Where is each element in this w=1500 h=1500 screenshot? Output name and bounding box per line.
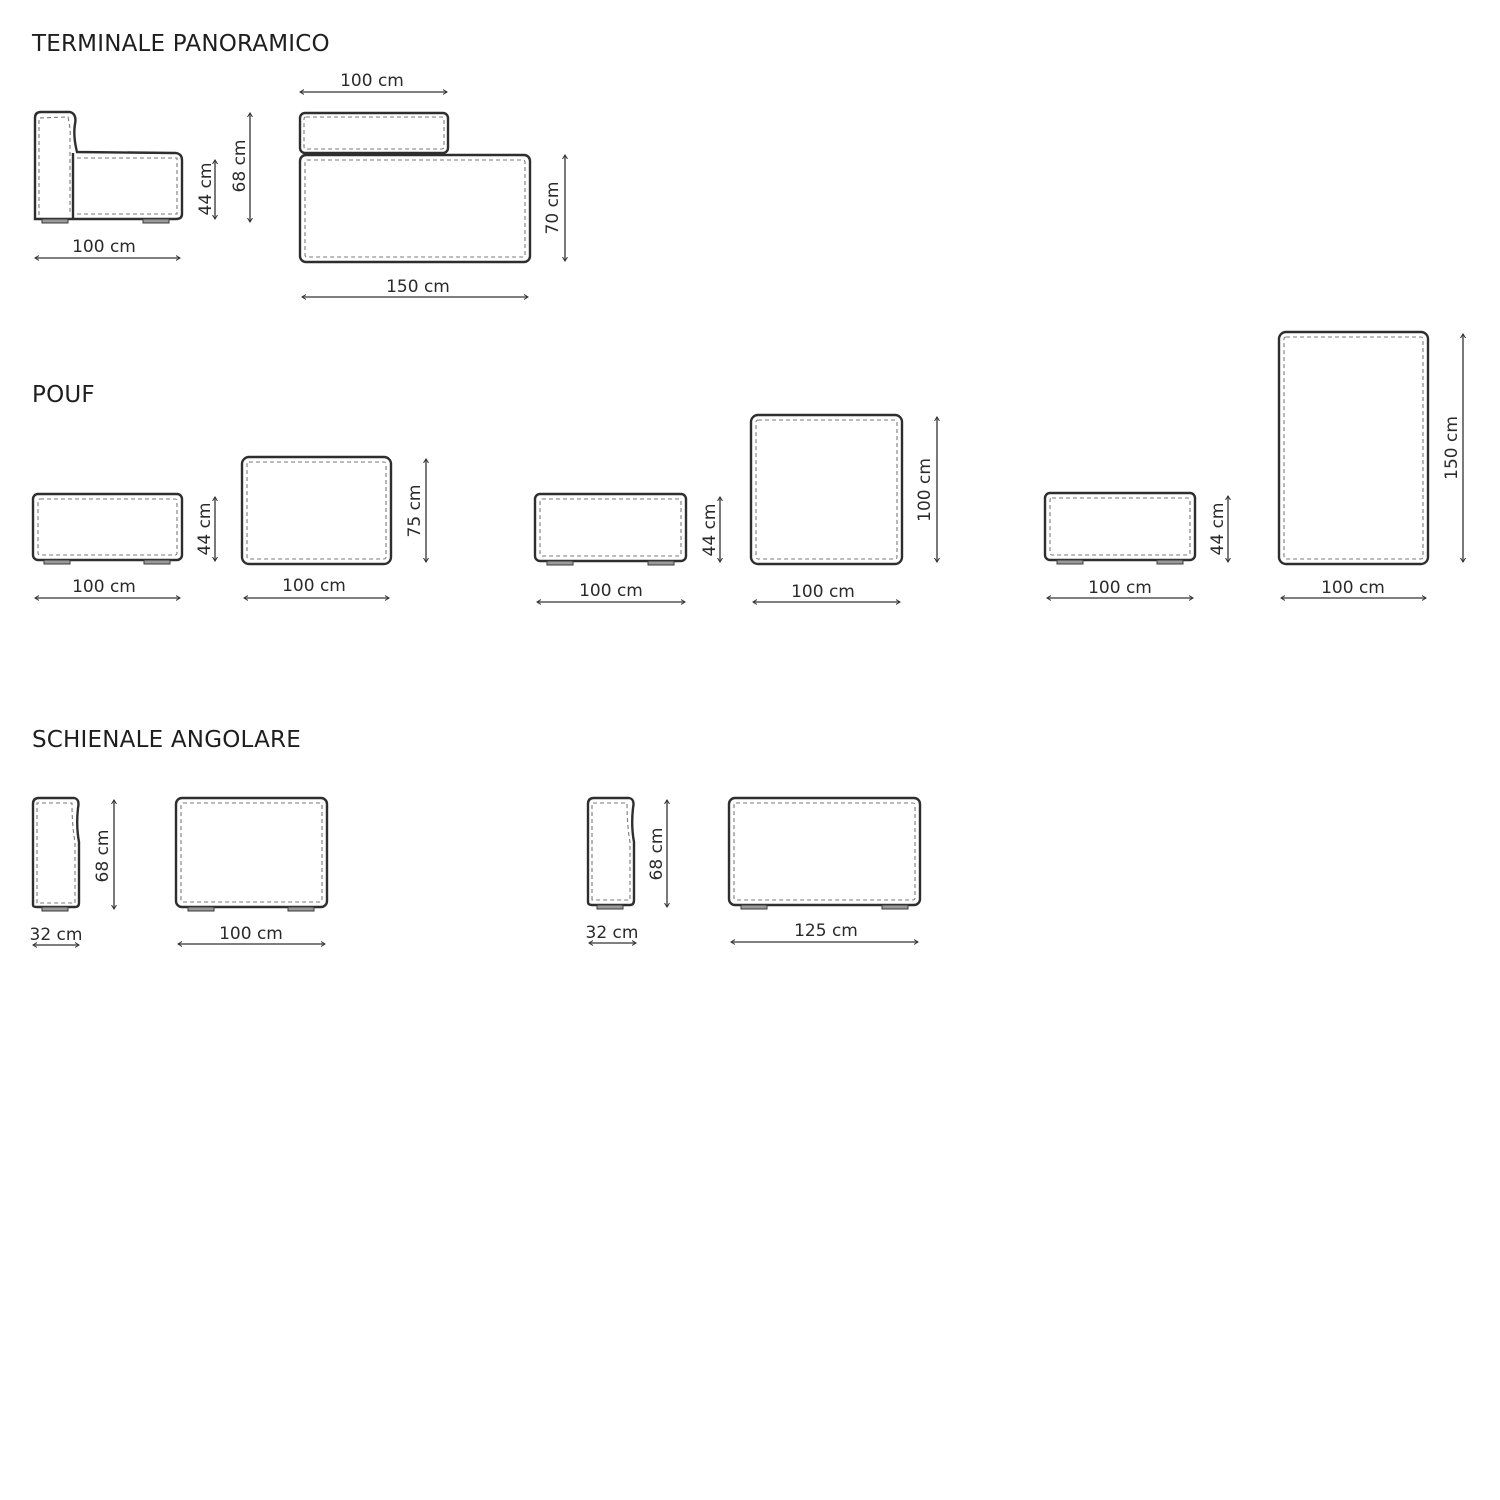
pouf-1-side-view	[31, 492, 184, 565]
dim-label: 125 cm	[794, 921, 858, 941]
schienale-2-side-view	[586, 796, 636, 910]
dim-label: 68 cm	[230, 140, 250, 193]
terminale-top-view	[298, 111, 532, 264]
section-title-schienale: SCHIENALE ANGOLARE	[32, 727, 301, 753]
dim-label: 150 cm	[386, 277, 450, 297]
section-title-terminale: TERMINALE PANORAMICO	[32, 31, 330, 57]
dim-label: 100 cm	[915, 458, 935, 522]
schienale-2-front-view	[727, 796, 922, 910]
dim-label: 100 cm	[791, 582, 855, 602]
dim-label: 100 cm	[219, 924, 283, 944]
dim-label: 44 cm	[1208, 503, 1228, 556]
dim-label: 100 cm	[282, 576, 346, 596]
dim-label: 100 cm	[72, 237, 136, 257]
dim-label: 70 cm	[543, 182, 563, 235]
dim-label: 100 cm	[72, 577, 136, 597]
schienale-1-front-view	[174, 796, 329, 912]
dim-label: 100 cm	[1321, 578, 1385, 598]
section-title-pouf: POUF	[32, 382, 95, 408]
dim-label: 100 cm	[1088, 578, 1152, 598]
dim-label: 150 cm	[1442, 416, 1462, 480]
terminale-side-view	[33, 110, 184, 224]
dim-label: 44 cm	[195, 503, 215, 556]
dim-label: 100 cm	[340, 71, 404, 91]
dim-label: 100 cm	[579, 581, 643, 601]
dim-label: 32 cm	[30, 925, 83, 945]
dim-label: 44 cm	[196, 163, 216, 216]
pouf-1-top-view	[240, 455, 393, 566]
dim-label: 75 cm	[405, 485, 425, 538]
schienale-1-side-view	[31, 796, 81, 912]
dim-label: 44 cm	[700, 504, 720, 557]
dim-label: 68 cm	[647, 828, 667, 881]
pouf-3-top-view	[1277, 330, 1430, 566]
pouf-2-side-view	[533, 492, 688, 566]
dim-label: 32 cm	[586, 923, 639, 943]
pouf-2-top-view	[749, 413, 904, 566]
dim-label: 68 cm	[93, 830, 113, 883]
pouf-3-side-view	[1043, 491, 1197, 565]
